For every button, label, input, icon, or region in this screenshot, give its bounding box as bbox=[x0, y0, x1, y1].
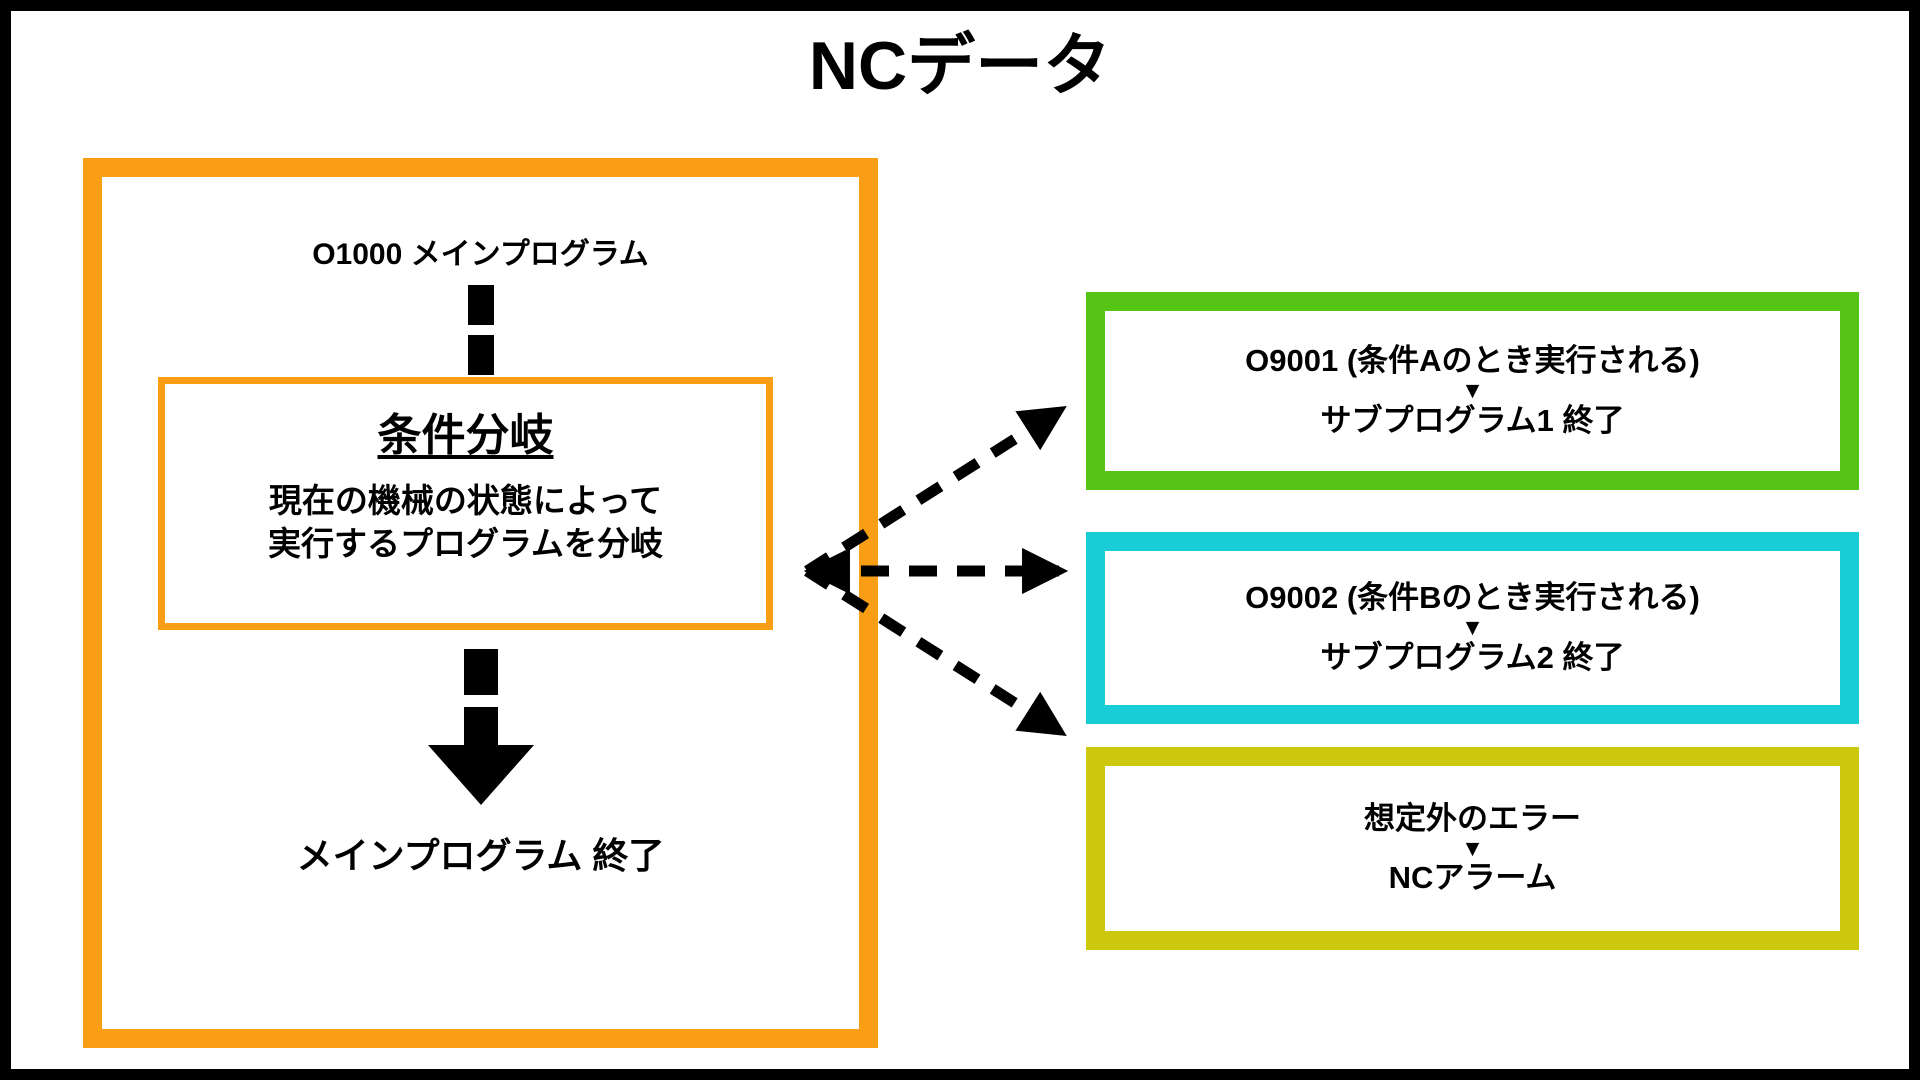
conditional-branch-heading: 条件分岐 bbox=[377, 411, 554, 460]
subprogram-o9002-title: O9002 (条件Bのとき実行される) bbox=[1245, 580, 1700, 616]
caret-down-icon: ▼ bbox=[1461, 834, 1484, 861]
dashed-connector-segment bbox=[467, 285, 494, 325]
error-end: NCアラーム bbox=[1388, 860, 1557, 896]
main-program-container: O1000 メインプログラム 条件分岐 現在の機械の状態によって 実行するプログ… bbox=[83, 158, 878, 1048]
subprogram-box-o9002: O9002 (条件Bのとき実行される) ▼ サブプログラム2 終了 bbox=[1086, 532, 1859, 724]
conditional-branch-description-line-1: 現在の機械の状態によって bbox=[268, 481, 663, 519]
subprogram-o9001-title: O9001 (条件Aのとき実行される) bbox=[1245, 343, 1700, 379]
subprogram-o9001-end: サブプログラム1 終了 bbox=[1320, 402, 1625, 438]
subprogram-box-error: 想定外のエラー ▼ NCアラーム bbox=[1086, 747, 1859, 950]
subprogram-box-o9001: O9001 (条件Aのとき実行される) ▼ サブプログラム1 終了 bbox=[1086, 292, 1859, 490]
conditional-branch-box: 条件分岐 現在の機械の状態によって 実行するプログラムを分岐 bbox=[158, 377, 773, 630]
down-arrow-dash bbox=[463, 649, 498, 695]
down-arrow-icon bbox=[427, 745, 534, 805]
page-title: NCデータ bbox=[808, 28, 1112, 104]
subprogram-o9002-end: サブプログラム2 終了 bbox=[1320, 639, 1625, 675]
error-title: 想定外のエラー bbox=[1364, 800, 1581, 836]
main-program-end-label: メインプログラム 終了 bbox=[296, 835, 665, 876]
caret-down-icon: ▼ bbox=[1461, 377, 1484, 404]
dashed-connector-segment bbox=[467, 335, 494, 375]
conditional-branch-description: 現在の機械の状態によって 実行するプログラムを分岐 bbox=[165, 479, 766, 566]
main-program-label: O1000 メインプログラム bbox=[312, 238, 649, 271]
conditional-branch-description-line-2: 実行するプログラムを分岐 bbox=[267, 525, 663, 563]
down-arrow-stem bbox=[463, 707, 498, 747]
caret-down-icon: ▼ bbox=[1461, 614, 1484, 641]
